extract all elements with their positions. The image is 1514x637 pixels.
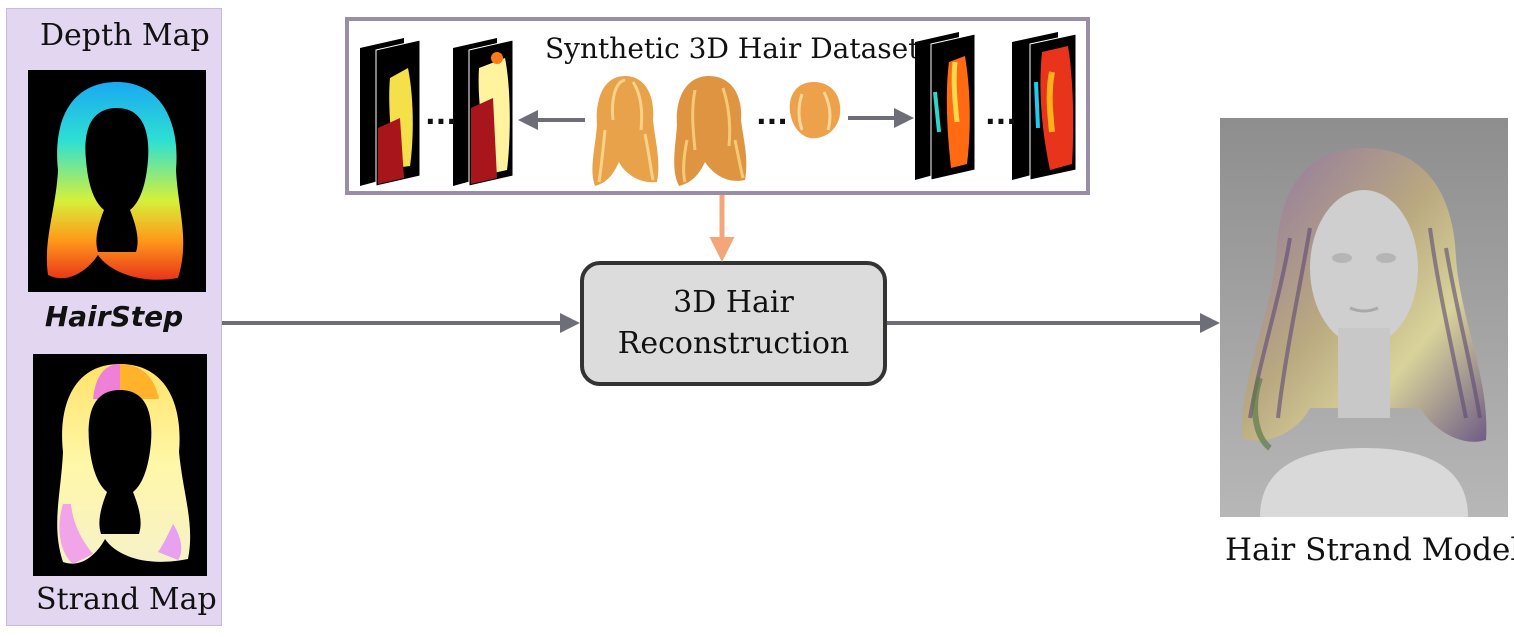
reconstruction-line-2: Reconstruction [617,325,850,361]
reconstruction-box: 3D Hair Reconstruction [580,261,887,386]
reconstruction-line-1: 3D Hair [673,285,794,320]
dataset-render-stack-left-2 [453,38,514,186]
hair-model-thumbnail-1 [592,76,659,186]
ellipsis-right: ... [985,98,1017,131]
reconstruction-label: 3D Hair Reconstruction [584,283,883,364]
ellipsis-middle: ... [756,98,788,131]
hair-strand-model-image [1220,118,1508,517]
ellipsis-left: ... [425,98,457,131]
hair-model-thumbnail-2 [674,76,747,186]
depth-map-image [28,70,206,292]
hairstep-label: HairStep [44,300,184,333]
strand-map-image [33,354,207,576]
dataset-render-stack-right-2 [1012,32,1077,180]
hair-model-thumbnail-3 [789,82,841,139]
strand-map-label: Strand Map [36,582,217,617]
dataset-render-stack-right-1 [915,32,976,180]
dataset-render-stack-left-1 [360,38,421,186]
depth-map-label: Depth Map [40,18,210,53]
hair-strand-model-label: Hair Strand Model [1225,532,1514,568]
dataset-title: Synthetic 3D Hair Dataset [545,32,920,65]
